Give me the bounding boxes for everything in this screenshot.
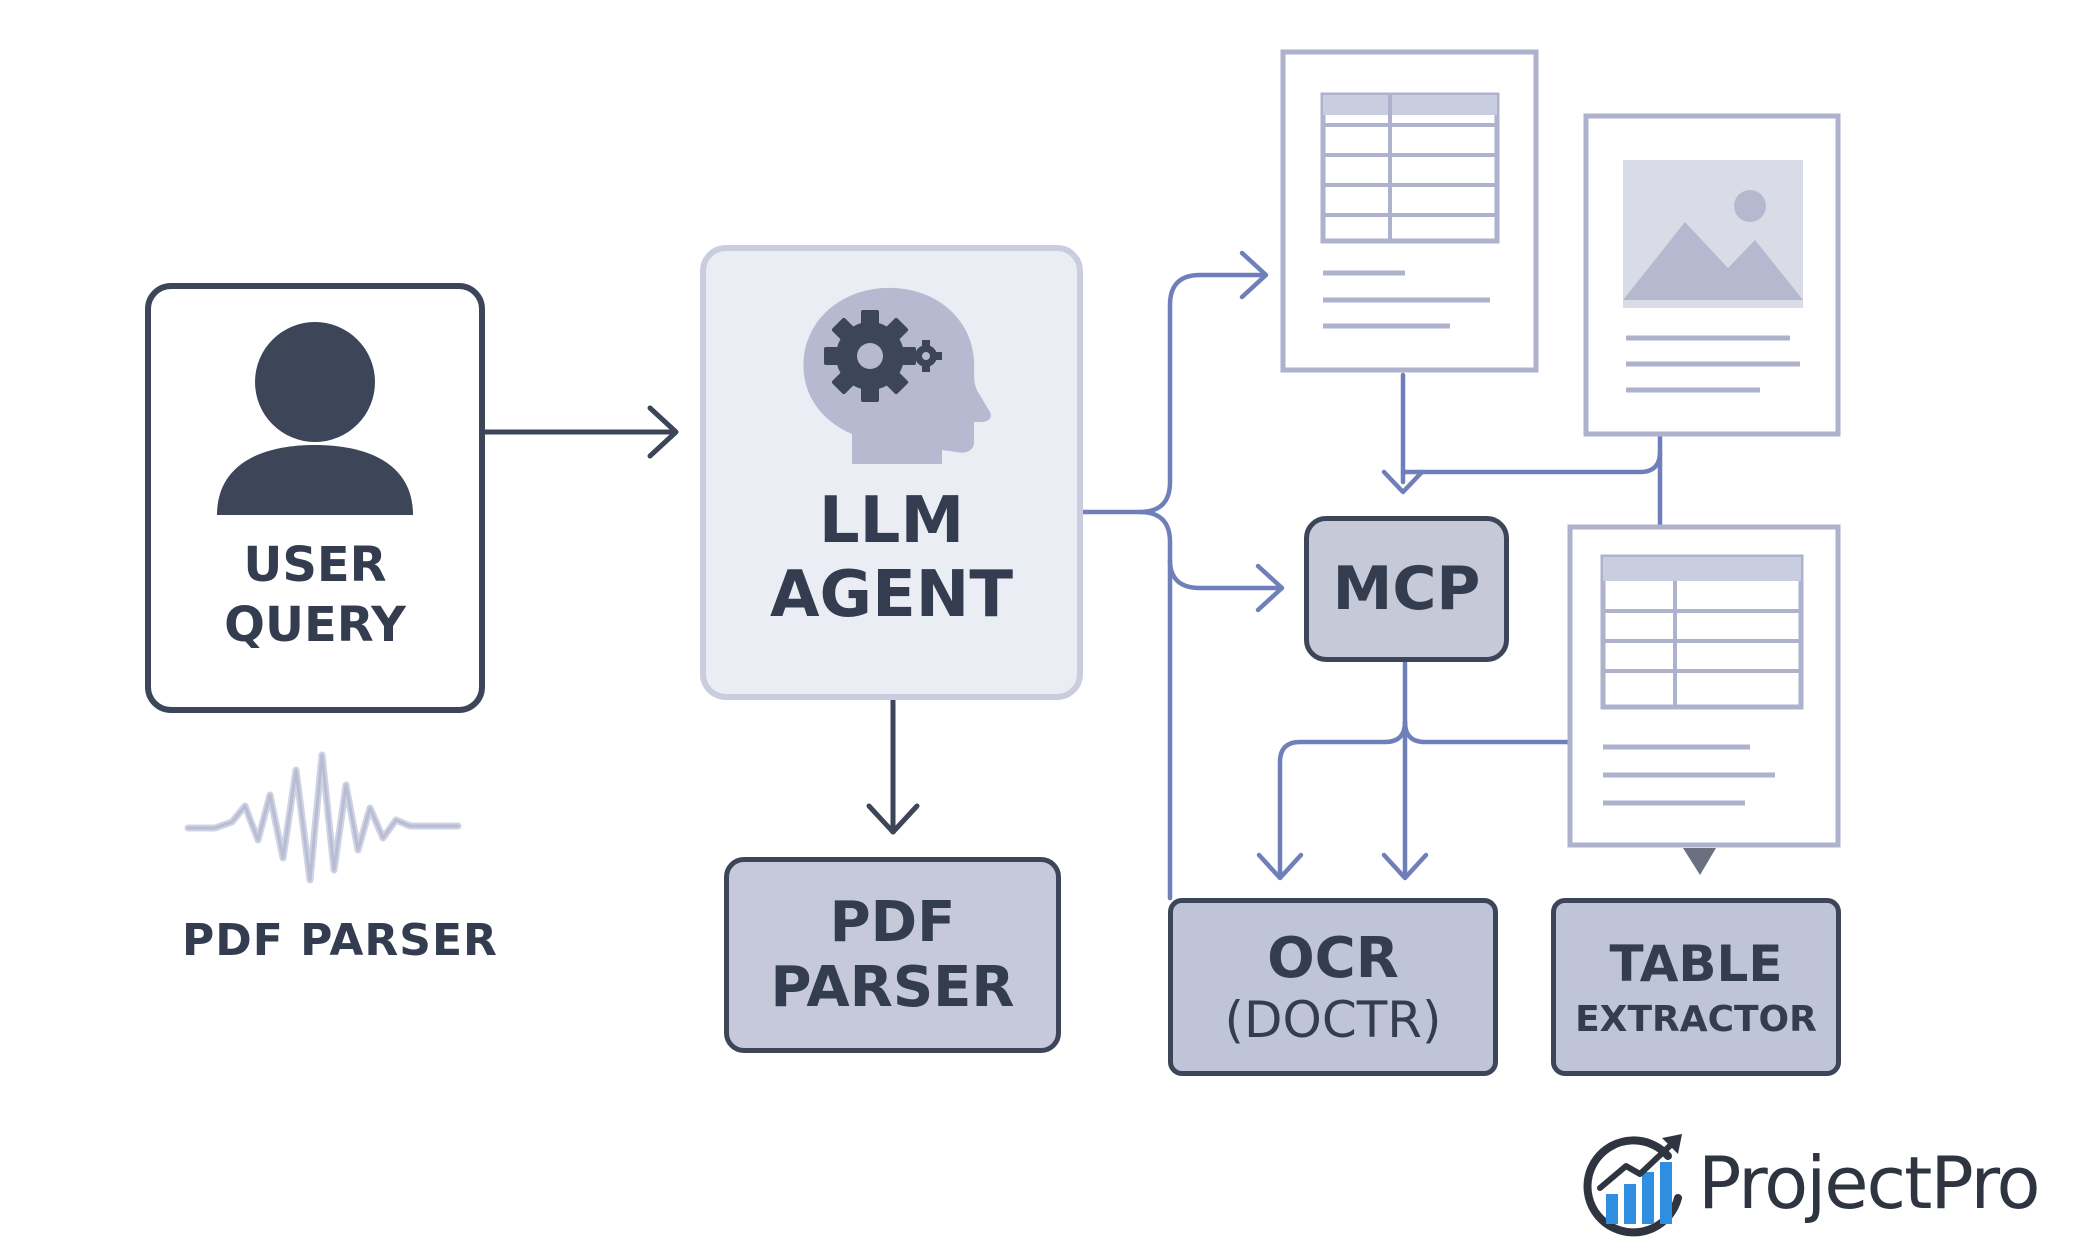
arrowhead-doc-to-extractor bbox=[1683, 848, 1716, 875]
pdf-parser-node: PDF PARSER bbox=[724, 857, 1061, 1053]
arrowhead-user-to-agent bbox=[647, 405, 679, 459]
table-extractor-line-2: EXTRACTOR bbox=[1575, 998, 1817, 1040]
waveform-icon bbox=[184, 751, 462, 884]
ocr-line-2: (DOCTR) bbox=[1224, 990, 1442, 1049]
llm-agent-node: LLM AGENT bbox=[700, 245, 1083, 700]
brand-name: ProjectPro bbox=[1698, 1141, 2041, 1225]
pdf-parser-line-2: PARSER bbox=[770, 955, 1015, 1020]
arrowhead-mcp-to-ocr-left bbox=[1256, 852, 1304, 881]
arrowhead-agent-to-pdf bbox=[866, 803, 920, 835]
branch-to-mcp bbox=[1137, 509, 1281, 591]
ocr-line-1: OCR bbox=[1267, 925, 1399, 991]
table-document-icon-2 bbox=[1567, 524, 1841, 848]
arrowhead-mcp-to-ocr-right bbox=[1381, 852, 1429, 881]
link-image-doc-to-mcp bbox=[1400, 432, 1663, 475]
user-query-line-1: USER bbox=[243, 537, 387, 593]
arrowhead-to-mcp bbox=[1255, 563, 1285, 613]
table-extractor-line-1: TABLE bbox=[1609, 934, 1783, 993]
brain-gear-icon bbox=[802, 287, 991, 464]
mcp-node: MCP bbox=[1304, 516, 1509, 662]
waveform-caption: PDF PARSER bbox=[182, 915, 498, 966]
llm-agent-line-1: LLM bbox=[818, 483, 965, 558]
projectpro-brand: ProjectPro bbox=[1582, 1128, 2041, 1238]
user-query-line-2: QUERY bbox=[224, 597, 406, 653]
ocr-node: OCR (DOCTR) bbox=[1168, 898, 1498, 1076]
image-document-icon bbox=[1583, 113, 1841, 437]
table-document-icon bbox=[1280, 49, 1539, 373]
user-query-node: USER QUERY bbox=[145, 283, 485, 713]
mcp-label: MCP bbox=[1332, 554, 1481, 624]
llm-agent-line-2: AGENT bbox=[770, 557, 1013, 632]
arrowhead-doc-to-mcp bbox=[1381, 469, 1425, 495]
table-extractor-node: TABLE EXTRACTOR bbox=[1551, 898, 1841, 1076]
arrowhead-to-table-doc bbox=[1239, 250, 1269, 300]
projectpro-logo-icon bbox=[1583, 1134, 1682, 1237]
user-icon bbox=[217, 322, 413, 515]
link-mcp-to-ocr-left bbox=[1277, 719, 1408, 878]
bus-agent-output bbox=[1080, 272, 1265, 515]
link-mcp-to-table-doc bbox=[1402, 719, 1573, 745]
pdf-parser-line-1: PDF bbox=[829, 890, 956, 955]
